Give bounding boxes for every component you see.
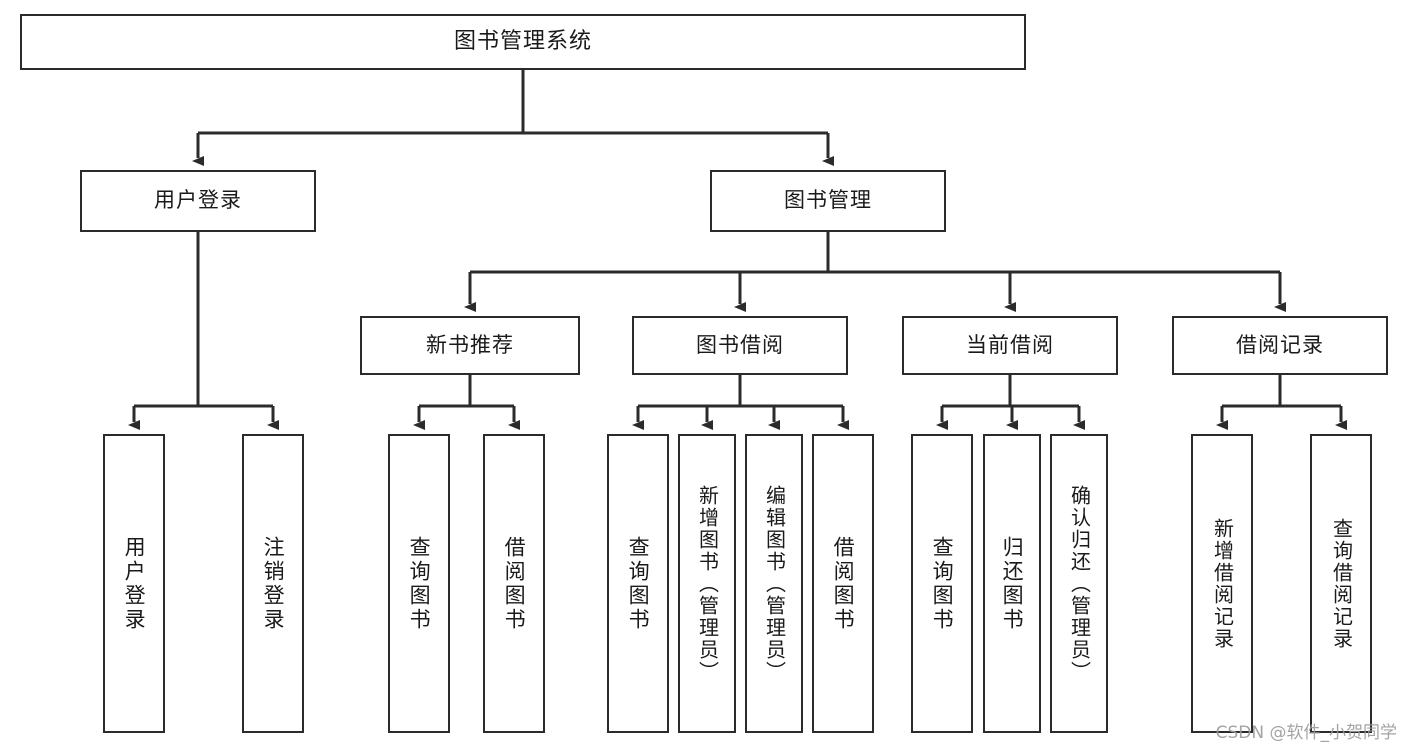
node-label: 注销登录 <box>261 535 286 632</box>
node-current_borrow[interactable]: 当前借阅 <box>902 316 1118 375</box>
node-leaf_user_login[interactable]: 用户登录 <box>103 434 165 733</box>
node-label: 查询图书 <box>407 535 432 632</box>
node-label: 用户登录 <box>122 535 147 632</box>
node-leaf_query_book_3[interactable]: 查询图书 <box>911 434 973 733</box>
node-label: 归还图书 <box>1000 535 1025 632</box>
node-book_borrow[interactable]: 图书借阅 <box>632 316 848 375</box>
node-label: 新增图书（管理员） <box>695 484 720 683</box>
node-leaf_query_book_1[interactable]: 查询图书 <box>388 434 450 733</box>
node-label: 编辑图书（管理员） <box>762 484 787 683</box>
node-label: 查询借阅记录 <box>1329 517 1354 650</box>
node-leaf_add_book[interactable]: 新增图书（管理员） <box>678 434 736 733</box>
node-leaf_query_record[interactable]: 查询借阅记录 <box>1310 434 1372 733</box>
node-user_login[interactable]: 用户登录 <box>80 170 316 232</box>
node-leaf_query_book_2[interactable]: 查询图书 <box>607 434 669 733</box>
node-label: 新增借阅记录 <box>1210 517 1235 650</box>
node-label: 用户登录 <box>154 188 242 213</box>
node-label: 图书管理 <box>784 188 872 213</box>
node-leaf_edit_book[interactable]: 编辑图书（管理员） <box>745 434 803 733</box>
node-leaf_confirm_return[interactable]: 确认归还（管理员） <box>1050 434 1108 733</box>
node-leaf_add_record[interactable]: 新增借阅记录 <box>1191 434 1253 733</box>
node-label: 图书借阅 <box>696 332 784 357</box>
node-root[interactable]: 图书管理系统 <box>20 14 1026 70</box>
node-borrow_record[interactable]: 借阅记录 <box>1172 316 1388 375</box>
node-label: 借阅记录 <box>1236 332 1324 357</box>
node-label: 查询图书 <box>626 535 651 632</box>
node-label: 借阅图书 <box>831 535 856 632</box>
node-leaf_borrow_book_1[interactable]: 借阅图书 <box>483 434 545 733</box>
node-book_manage[interactable]: 图书管理 <box>710 170 946 232</box>
node-leaf_borrow_book_2[interactable]: 借阅图书 <box>812 434 874 733</box>
node-leaf_return_book[interactable]: 归还图书 <box>983 434 1041 733</box>
node-leaf_logout[interactable]: 注销登录 <box>242 434 304 733</box>
node-label: 新书推荐 <box>426 332 514 357</box>
node-label: 当前借阅 <box>966 332 1054 357</box>
node-label: 查询图书 <box>930 535 955 632</box>
node-label: 借阅图书 <box>502 535 527 632</box>
node-new_book_rec[interactable]: 新书推荐 <box>360 316 580 375</box>
node-label: 图书管理系统 <box>453 28 592 54</box>
node-label: 确认归还（管理员） <box>1067 484 1092 683</box>
watermark-label: CSDN @软件_小贺同学 <box>1215 723 1397 743</box>
